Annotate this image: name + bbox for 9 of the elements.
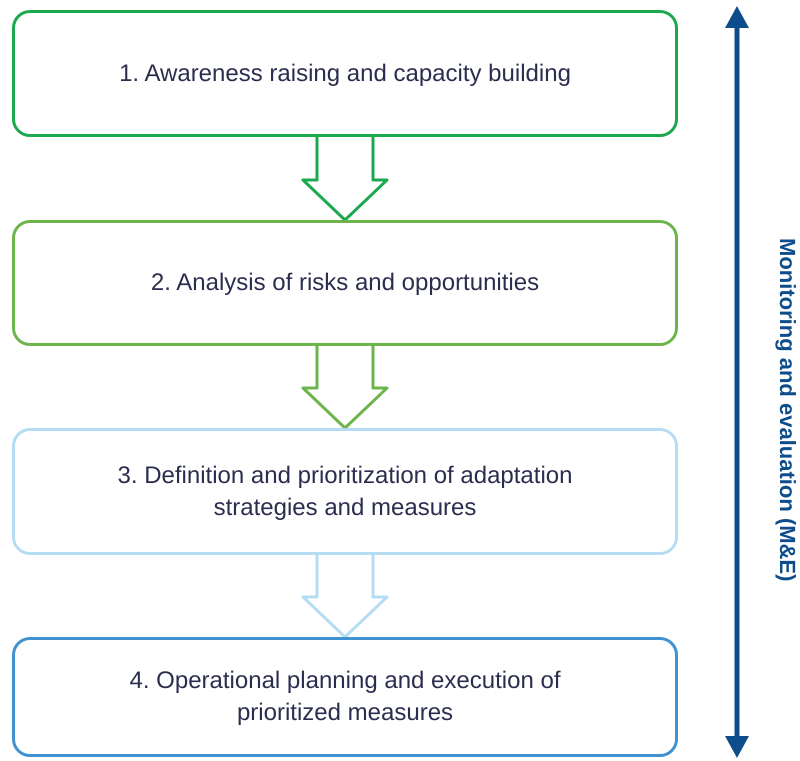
step-box [12,220,678,346]
step-box [12,637,678,757]
step-text: 1. Awareness raising and capacity building [119,58,571,88]
step-text: 2. Analysis of risks and opportunities [150,268,540,298]
step-text: 4. Operational planning and execution of prioritized measures [128,666,562,728]
step-box [12,428,678,555]
step-box [12,10,678,137]
step-text: 3. Definition and prioritization of adaptation strategies and measures [116,460,574,522]
vertical-label: Monitoring and evaluation (M&E) [774,237,800,584]
